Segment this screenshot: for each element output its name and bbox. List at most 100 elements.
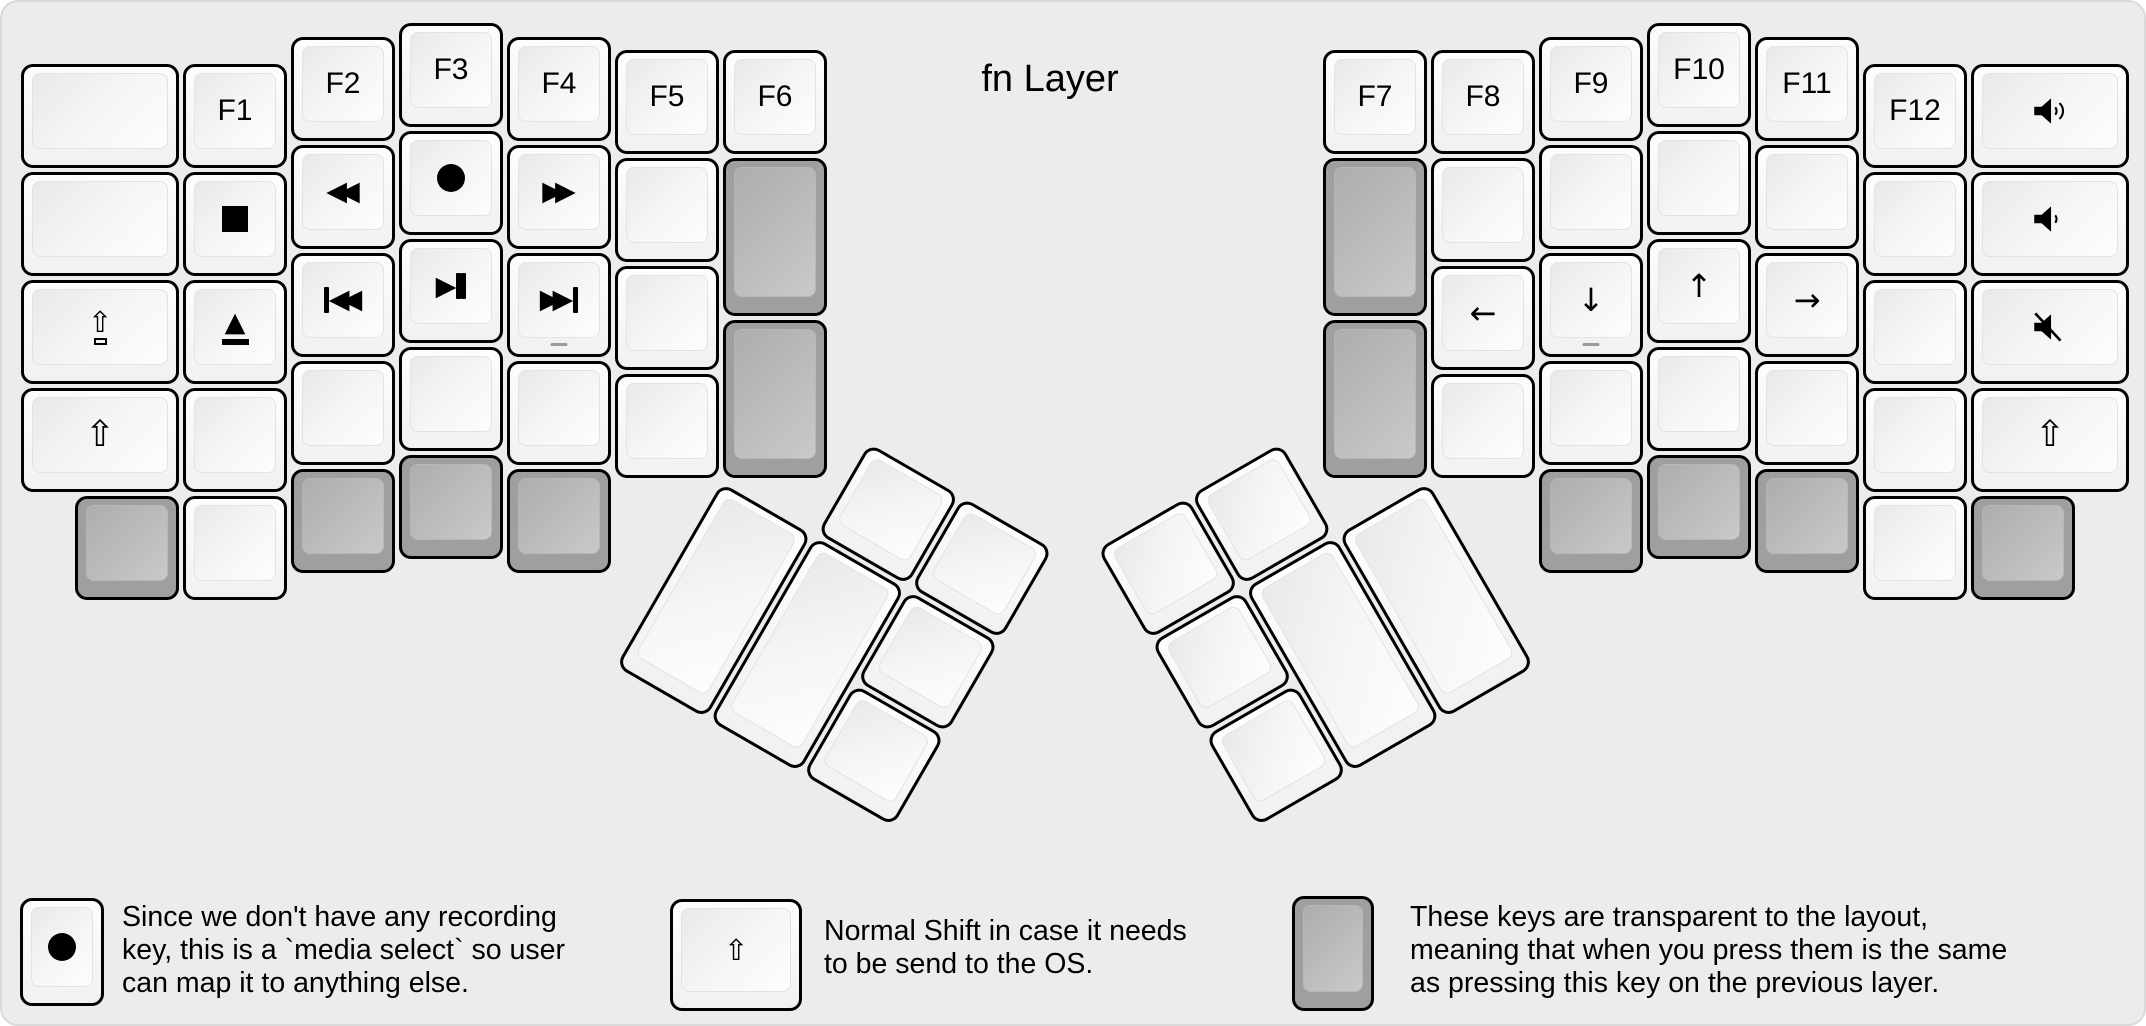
- key-label: F9: [1573, 66, 1609, 100]
- key-arrow-up: ↑: [1647, 239, 1751, 343]
- key-f3: F3: [399, 23, 503, 127]
- keycap-top: [626, 275, 708, 351]
- key-transparent: [1971, 495, 2075, 600]
- key-f1: F1: [183, 63, 287, 168]
- keycap-top: [1303, 905, 1363, 992]
- keycap-top: F9: [1550, 45, 1632, 122]
- key-transparent: [1292, 896, 1374, 1011]
- keycap-top: ⇧: [1982, 396, 2118, 473]
- key-transparent: [1647, 455, 1751, 559]
- keycap-top: F12: [1874, 72, 1956, 149]
- keycap-top: ▶▶: [518, 153, 600, 230]
- key-blank: [1755, 144, 1859, 249]
- keycap-top: [31, 907, 93, 987]
- key-record: [20, 898, 104, 1006]
- keycap-top: [1766, 369, 1848, 446]
- keycap-top: [1550, 477, 1632, 554]
- key-stop: [183, 171, 287, 276]
- legend-line: as pressing this key on the previous lay…: [1410, 967, 1940, 999]
- keycap-top: ↓: [1550, 261, 1632, 338]
- keycap-top: [626, 383, 708, 459]
- keycap-top: ◀◀: [302, 153, 384, 230]
- keycap-top: F2: [302, 45, 384, 122]
- key-label: F12: [1889, 93, 1941, 127]
- keycap-top: [1982, 504, 2064, 581]
- keycap-top: [1334, 329, 1416, 459]
- legend-line: can map it to anything else.: [122, 967, 469, 999]
- key-f8: F8: [1431, 50, 1535, 154]
- keycap-top: [410, 140, 492, 216]
- keycap-top: [1658, 140, 1740, 216]
- record-icon: [437, 164, 465, 192]
- keycap-top: [1874, 504, 1956, 581]
- keycap-top: F6: [734, 59, 816, 135]
- key-rewind: ◀◀: [291, 144, 395, 249]
- keycap-top: [1874, 396, 1956, 473]
- keycap-top: ←: [1442, 275, 1524, 351]
- key-caps-lock: ⇧: [21, 279, 179, 384]
- key-f2: F2: [291, 36, 395, 141]
- key-next-track: ▶▶: [507, 252, 611, 357]
- legend-line: These keys are transparent to the layout…: [1410, 901, 1929, 933]
- keycap-top: F4: [518, 45, 600, 122]
- keycap-top: ▲: [194, 288, 276, 365]
- shift-icon: ⇧: [2034, 413, 2066, 455]
- key-f7: F7: [1323, 50, 1427, 154]
- keycap-top: ⇧: [32, 288, 168, 365]
- key-label: F5: [649, 80, 685, 113]
- legend-text-record: Since we don't have any recording key, t…: [122, 901, 565, 1000]
- key-blank: [291, 360, 395, 465]
- key-transparent: [723, 320, 827, 478]
- key-blank: [615, 266, 719, 370]
- key-arrow-left: ←: [1431, 266, 1535, 370]
- key-blank: [615, 374, 719, 478]
- keycap-top: ⇧: [681, 908, 791, 992]
- shift-small-icon: ⇧: [723, 932, 749, 967]
- keycap-top: F11: [1766, 45, 1848, 122]
- record-icon: [48, 933, 76, 961]
- key-transparent: [399, 455, 503, 559]
- keycap-top: [1766, 477, 1848, 554]
- keycap-top: [410, 356, 492, 432]
- legend-text-transparent: These keys are transparent to the layout…: [1410, 901, 2007, 1000]
- legend-text-shift: Normal Shift in case it needs to be send…: [824, 915, 1187, 981]
- key-blank: [615, 158, 719, 262]
- keycap-top: [1442, 383, 1524, 459]
- legend-line: Since we don't have any recording: [122, 901, 557, 933]
- keycap-top: [1982, 180, 2118, 257]
- fast-forward-icon: ▶▶: [542, 176, 575, 207]
- keycap-top: [734, 329, 816, 459]
- key-transparent: [75, 495, 179, 600]
- keycap-top: ◀◀: [302, 261, 384, 338]
- keycap-top: [194, 180, 276, 257]
- keycap-top: F10: [1658, 32, 1740, 108]
- key-prev-track: ◀◀: [291, 252, 395, 357]
- key-blank: [1863, 171, 1967, 276]
- arrow-right-icon: →: [1793, 280, 1821, 319]
- legend-line: key, this is a `media select` so user: [122, 934, 565, 966]
- key-transparent: [1323, 158, 1427, 316]
- keycap-top: [302, 369, 384, 446]
- key-blank: [1647, 347, 1751, 451]
- key-blank: [1431, 158, 1535, 262]
- key-label: F2: [325, 66, 361, 100]
- eject-icon: ▲: [221, 309, 249, 345]
- key-blank: [1863, 495, 1967, 600]
- key-blank: [1863, 279, 1967, 384]
- keycap-top: [32, 72, 168, 149]
- volume-mute-icon: [2029, 311, 2071, 343]
- key-label: F11: [1782, 66, 1832, 100]
- key-record: [399, 131, 503, 235]
- key-shift: ⇧: [1971, 387, 2129, 492]
- layer-title: fn Layer: [981, 58, 1119, 100]
- key-play-pause: ▶: [399, 239, 503, 343]
- keycap-top: [194, 504, 276, 581]
- key-shift-small: ⇧: [670, 899, 802, 1011]
- key-blank: [507, 360, 611, 465]
- keycap-top: [410, 464, 492, 540]
- key-blank: [399, 347, 503, 451]
- key-f10: F10: [1647, 23, 1751, 127]
- keycap-top: [1550, 369, 1632, 446]
- keycap-top: [86, 504, 168, 581]
- volume-up-icon: [2029, 95, 2071, 127]
